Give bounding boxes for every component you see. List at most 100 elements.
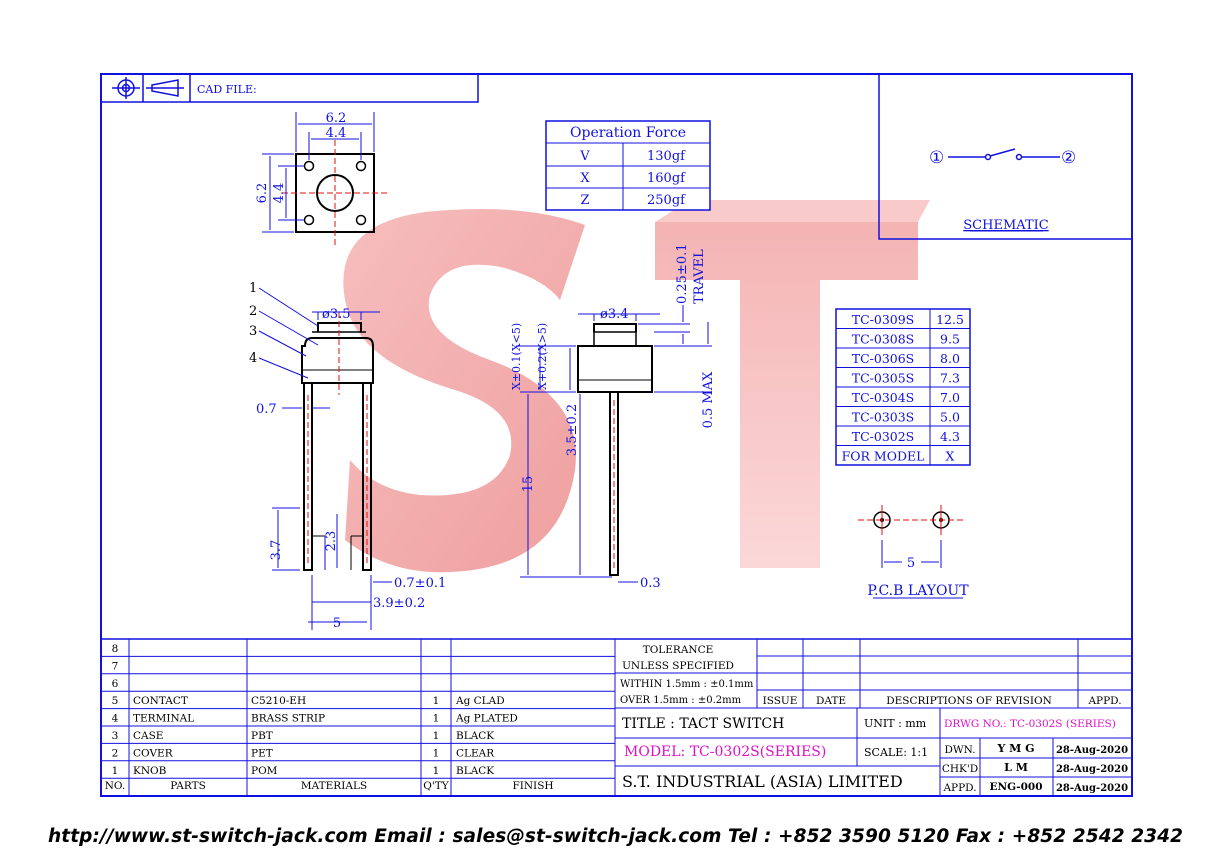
bom-part: COVER (133, 747, 174, 759)
model-footer-label: FOR MODEL (842, 449, 925, 464)
side-pin-len2: 2.3 (324, 531, 339, 552)
bom-no: 5 (112, 695, 119, 707)
bom-finish: Ag CLAD (455, 695, 505, 707)
front-x-tol-a: X+0.2(X>5) (536, 323, 549, 390)
rev-desc-header: DESCRIPTIONS OF REVISION (886, 695, 1052, 707)
front-travel-label: TRAVEL (692, 249, 707, 304)
appd-label: APPD. (942, 782, 976, 794)
drawing-number: DRWG NO.: TC-0302S (SERIES) (944, 718, 1116, 730)
bom-qty: 1 (433, 730, 440, 742)
operation-force-table: Operation Force V 130gf X 160gf Z 250gf (545, 120, 711, 211)
bom-header-material: MATERIALS (301, 780, 367, 792)
pcb-layout: 5 P.C.B LAYOUT (858, 505, 969, 599)
top-inner-height-dim: 4.4 (272, 183, 287, 204)
force-code-x: X (580, 171, 590, 186)
bom-no: 3 (112, 730, 119, 742)
bom-no: 7 (112, 660, 119, 672)
callout-2: 2 (249, 304, 257, 319)
side-pin-len: 3.7 (269, 540, 284, 561)
front-travel-dim: 0.25±0.1 (675, 243, 690, 304)
bom-finish: BLACK (456, 730, 494, 742)
bom-qty: 1 (433, 747, 440, 759)
model-x-value: 7.0 (940, 390, 960, 405)
bom-material: C5210-EH (251, 695, 306, 707)
pcb-pitch: 5 (907, 556, 915, 571)
top-height-dim: 6.2 (255, 183, 270, 204)
title-block (100, 638, 1133, 797)
bom-qty: 1 (433, 713, 440, 725)
bom-part: CASE (133, 730, 163, 742)
callout-4: 4 (249, 351, 257, 366)
bom-header-no: NO. (105, 780, 126, 792)
bom-no: 8 (112, 643, 119, 655)
bom-qty: 1 (433, 765, 440, 777)
pcb-label: P.C.B LAYOUT (867, 583, 969, 599)
model-x-value: 12.5 (936, 312, 964, 327)
chk-date: 28-Aug-2020 (1056, 764, 1128, 775)
model-x-value: 8.0 (940, 351, 960, 366)
company-name: S.T. INDUSTRIAL (ASIA) LIMITED (622, 772, 903, 791)
title-text: TITLE : TACT SWITCH (622, 716, 784, 732)
tolerance-over: OVER 1.5mm : ±0.2mm (620, 695, 742, 706)
model-x-value: 4.3 (940, 429, 960, 444)
rev-date-header: DATE (816, 695, 846, 707)
dwn-value: Y M G (996, 742, 1034, 755)
side-pin-thick: 0.7±0.1 (394, 576, 446, 591)
bom-part: TERMINAL (133, 713, 194, 725)
side-knob-dia: ø3.5 (322, 307, 351, 322)
model-x-value: 9.5 (940, 332, 960, 347)
bom-qty: 1 (433, 695, 440, 707)
bom-header-finish: FINISH (512, 780, 553, 792)
bom-material: PBT (251, 730, 273, 742)
front-knob-dia: ø3.4 (600, 307, 629, 322)
front-body-h: 3.5±0.2 (565, 404, 580, 456)
dwn-label: DWN. (944, 744, 975, 756)
callout-1: 1 (249, 281, 257, 296)
chk-value: L M (1004, 761, 1028, 774)
model-name: TC-0308S (852, 332, 915, 347)
switch-symbol-icon (948, 148, 1060, 161)
bom-header-part: PARTS (170, 780, 206, 792)
model-x-value: 5.0 (940, 410, 960, 425)
bom-finish: Ag PLATED (455, 713, 518, 725)
model-name: TC-0305S (852, 371, 915, 386)
tolerance-within: WITHIN 1.5mm : ±0.1mm (620, 679, 754, 690)
side-pin-width: 0.7 (256, 402, 277, 417)
force-code-v: V (579, 149, 590, 164)
contact-footer: http://www.st-switch-jack.com Email : sa… (48, 826, 1184, 847)
bom-part: KNOB (133, 765, 167, 777)
bom-finish: BLACK (456, 765, 494, 777)
bom-no: 4 (112, 713, 119, 725)
projection-symbol-icon (112, 77, 184, 99)
top-inner-width-dim: 4.4 (326, 126, 347, 141)
front-view: ø3.4 0.25±0.1 TRAVEL X±0.1(X<5) X+0.2(X>… (510, 243, 716, 591)
model-footer-x: X (946, 449, 955, 464)
schematic-pin2: ② (1061, 148, 1076, 168)
bom-no: 2 (112, 747, 119, 759)
model-name: TC-0309S (852, 312, 915, 327)
schematic-pin1: ① (929, 148, 944, 168)
schematic-box: ① ② SCHEMATIC (878, 73, 1133, 240)
force-value-x: 160gf (647, 171, 686, 186)
appd-value: ENG-000 (989, 781, 1042, 793)
model-name: TC-0302S (852, 429, 915, 444)
callout-3: 3 (249, 324, 257, 339)
front-lead-len: 15 (521, 476, 536, 493)
front-x-tol-b: X±0.1(X<5) (510, 323, 523, 390)
model-name: TC-0303S (852, 410, 915, 425)
bom-no: 6 (112, 678, 119, 690)
cad-file-label: CAD FILE: (197, 83, 257, 96)
schematic-label: SCHEMATIC (963, 218, 1048, 233)
front-lead-thick: 0.3 (640, 576, 661, 591)
chk-label: CHK'D (942, 763, 978, 775)
bom-header-qty: Q'TY (423, 780, 449, 792)
st-watermark-logo (343, 200, 930, 573)
side-view: 1 2 3 4 ø3.5 0.7 3.7 2.3 0.7±0.1 3.9±0.2… (249, 281, 446, 631)
rev-issue-header: ISSUE (763, 695, 798, 707)
unit-text: UNIT : mm (864, 717, 927, 730)
bom-material: PET (251, 747, 273, 759)
dwn-date: 28-Aug-2020 (1056, 745, 1128, 756)
front-max-dim: 0.5 MAX (701, 371, 716, 429)
